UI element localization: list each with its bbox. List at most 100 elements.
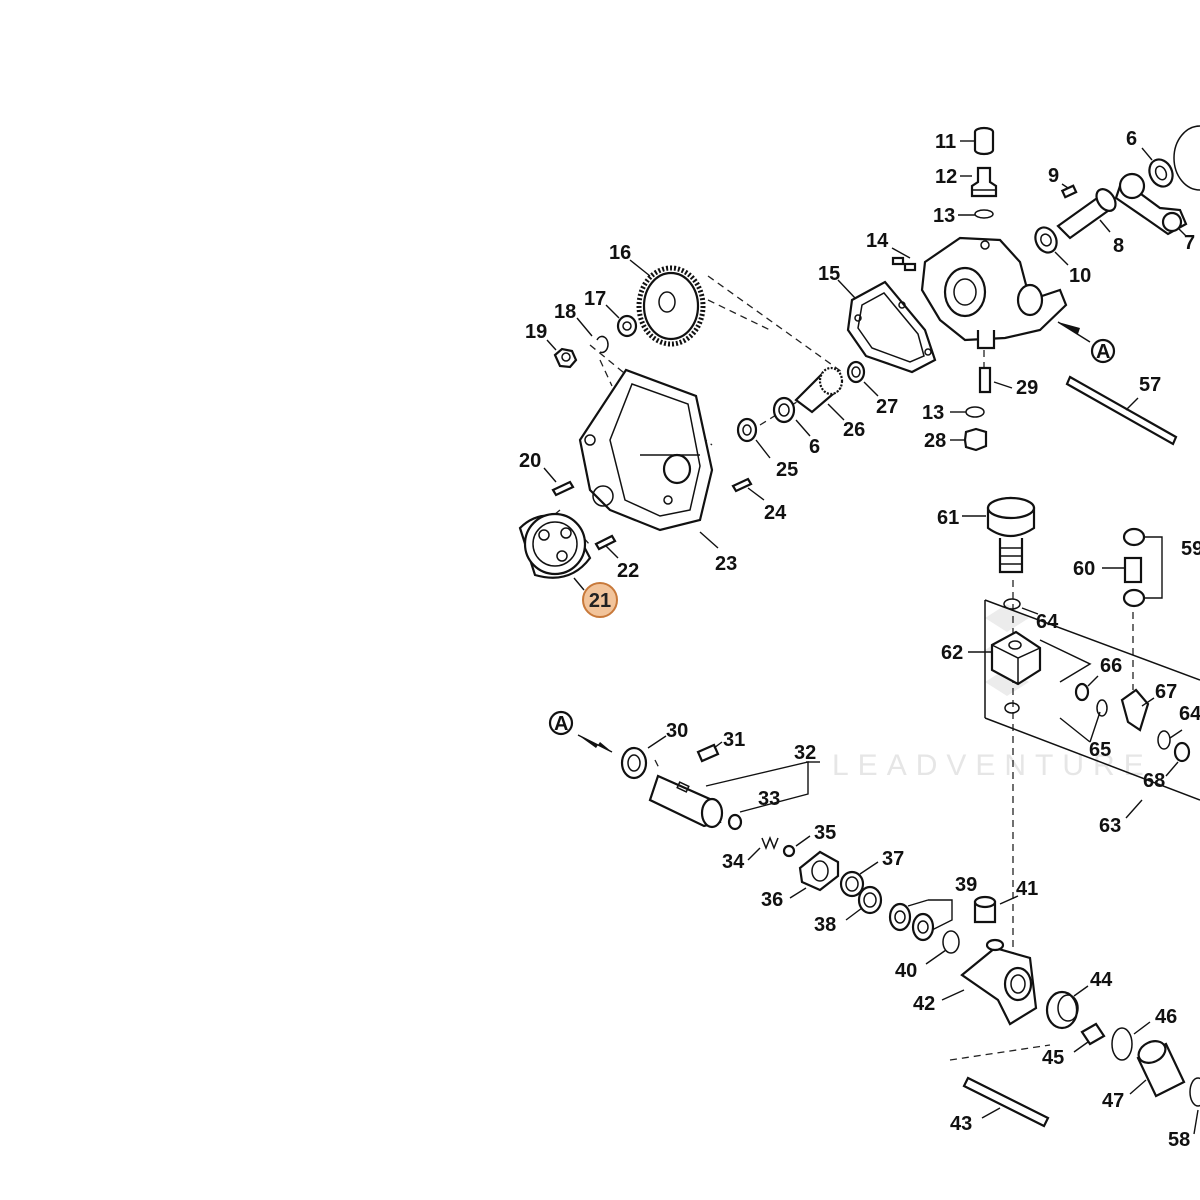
part-14-pins <box>891 256 917 272</box>
label-23: 23 <box>715 553 737 575</box>
part-labels: 6 7 8 9 10 11 12 13 14 15 16 17 18 19 20… <box>519 128 1200 1151</box>
part-64b-oring <box>1157 730 1171 750</box>
label-46: 46 <box>1155 1006 1177 1028</box>
label-8: 8 <box>1113 235 1124 257</box>
label-40: 40 <box>895 960 917 982</box>
label-27: 27 <box>876 396 898 418</box>
label-66: 66 <box>1100 655 1122 677</box>
highlight-badge-21[interactable]: 21 <box>582 582 618 618</box>
label-26: 26 <box>843 419 865 441</box>
label-35: 35 <box>814 822 836 844</box>
part-20-screw <box>551 480 575 497</box>
label-41: 41 <box>1016 878 1038 900</box>
part-34-spring <box>761 835 779 851</box>
part-31-pin <box>696 743 720 763</box>
label-21: 21 <box>589 590 611 612</box>
part-22-screw <box>594 534 617 551</box>
label-20: 20 <box>519 450 541 472</box>
svg-text:A: A <box>1096 341 1110 363</box>
label-43: 43 <box>950 1113 972 1135</box>
part-21-cover <box>518 512 592 579</box>
part-67-fitting <box>1120 688 1150 732</box>
part-9-key <box>1060 184 1078 199</box>
part-29-fitting <box>978 366 992 394</box>
part-35-ball <box>782 844 796 858</box>
part-8-shaft <box>1056 188 1117 240</box>
part-57-rod <box>1065 375 1178 446</box>
part-39-packing <box>888 902 935 942</box>
part-10-bearing <box>1034 226 1058 254</box>
callout-arrow-a-top: A <box>1057 321 1116 364</box>
part-37-ring <box>839 870 865 898</box>
label-7: 7 <box>1184 232 1195 254</box>
label-13b: 13 <box>922 402 944 424</box>
part-58-ring <box>1189 1077 1200 1107</box>
callout-arrow-a-bottom: A <box>548 710 613 753</box>
part-28-plug <box>963 427 988 452</box>
part-19-nut <box>553 347 578 369</box>
label-10: 10 <box>1069 265 1091 287</box>
part-59-valve-set <box>1122 527 1163 608</box>
label-57: 57 <box>1139 374 1161 396</box>
label-12: 12 <box>935 166 957 188</box>
part-45-screw <box>1080 1022 1106 1046</box>
part-64a-oring <box>1003 598 1021 610</box>
label-22: 22 <box>617 560 639 582</box>
part-12-fitting <box>970 166 998 198</box>
label-19: 19 <box>525 321 547 343</box>
part-36-nut <box>798 850 840 892</box>
part-6b-bearing <box>772 396 796 424</box>
label-17: 17 <box>584 288 606 310</box>
label-33: 33 <box>758 788 780 810</box>
label-39: 39 <box>955 874 977 896</box>
part-40-oring <box>942 930 960 954</box>
part-17-washer <box>616 314 638 338</box>
label-68: 68 <box>1143 770 1165 792</box>
label-14: 14 <box>866 230 889 252</box>
leader-lines <box>543 140 1199 1135</box>
label-34: 34 <box>722 851 745 873</box>
label-42: 42 <box>913 993 935 1015</box>
watermark-text: LEADVENTURE <box>832 749 1153 782</box>
part-25-washer <box>736 417 758 443</box>
label-24: 24 <box>764 502 787 524</box>
part-33-retainer <box>727 813 743 831</box>
label-60: 60 <box>1073 558 1095 580</box>
part-27-bearing <box>846 360 866 384</box>
label-44: 44 <box>1090 969 1113 991</box>
label-15: 15 <box>818 263 840 285</box>
label-45: 45 <box>1042 1047 1064 1069</box>
label-61: 61 <box>937 507 959 529</box>
label-9: 9 <box>1048 165 1059 187</box>
label-28: 28 <box>924 430 946 452</box>
part-15-gasket <box>846 280 937 374</box>
part-44-piston <box>1045 990 1079 1030</box>
part-61-dome <box>986 496 1036 574</box>
part-62-block <box>990 630 1042 686</box>
label-29: 29 <box>1016 377 1038 399</box>
label-36: 36 <box>761 889 783 911</box>
part-46-oring <box>1111 1027 1133 1061</box>
label-64b: 64 <box>1179 703 1200 725</box>
part-65-oring <box>1004 699 1108 717</box>
part-68-fitting <box>1173 741 1191 763</box>
label-16: 16 <box>609 242 631 264</box>
part-7-connecting-rod <box>1114 172 1188 236</box>
part-41-valve <box>973 895 997 924</box>
label-31: 31 <box>723 729 745 751</box>
part-63-plate <box>984 599 1200 801</box>
part-13a-oring <box>974 209 994 219</box>
part-16-gear <box>636 265 706 347</box>
part-42-manifold <box>960 938 1038 1026</box>
label-38: 38 <box>814 914 836 936</box>
part-30-seal <box>620 746 648 780</box>
label-65: 65 <box>1089 739 1111 761</box>
part-38-seal <box>857 885 883 915</box>
label-30: 30 <box>666 720 688 742</box>
label-25: 25 <box>776 459 798 481</box>
part-large-oring <box>1173 125 1200 191</box>
label-67: 67 <box>1155 681 1177 703</box>
part-43-rod <box>962 1076 1050 1128</box>
part-crankcase-housing <box>920 236 1068 350</box>
label-13a: 13 <box>933 205 955 227</box>
